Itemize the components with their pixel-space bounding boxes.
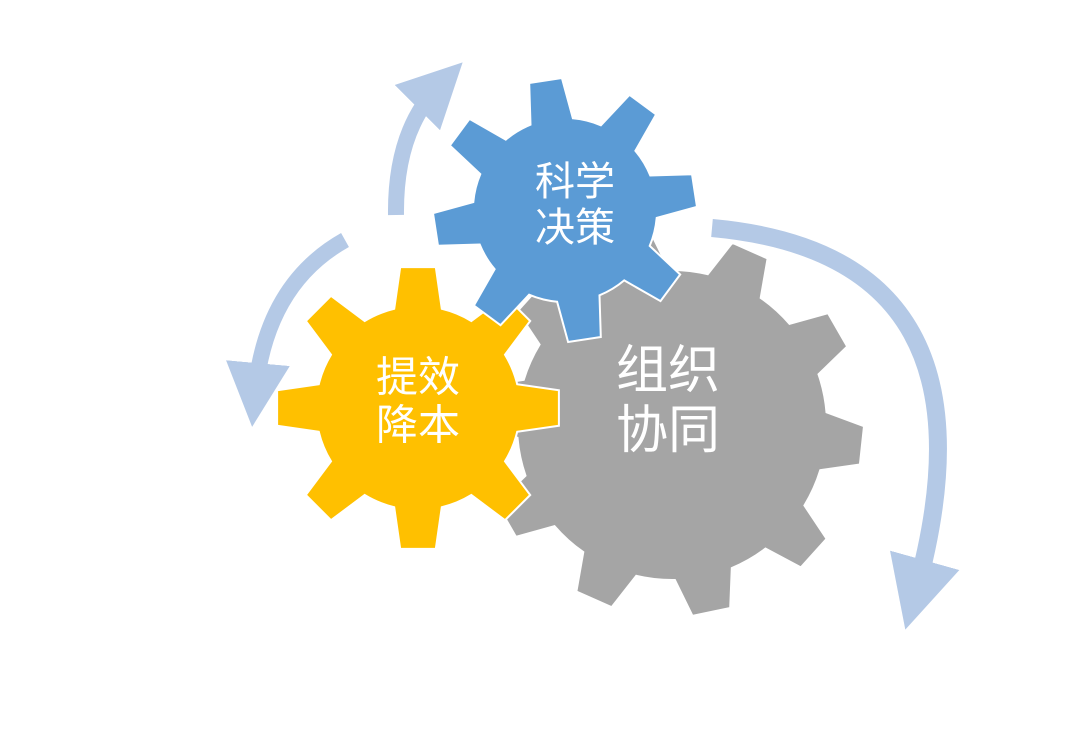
label-line: 组织 <box>615 341 721 402</box>
gear-label-efficiency: 提效 降本 <box>375 352 461 451</box>
gear-efficiency <box>276 266 560 550</box>
label-line: 决策 <box>535 205 615 251</box>
gear-decision <box>431 76 699 344</box>
gear-label-decision: 科学 决策 <box>535 159 615 251</box>
cycle-arrow-right <box>711 219 960 630</box>
gear-label-collab: 组织 协同 <box>615 341 721 462</box>
label-line: 协同 <box>615 401 721 461</box>
label-line: 科学 <box>535 159 615 205</box>
cycle-arrow-left <box>226 233 350 427</box>
cycle-arrow-top-left <box>387 62 463 216</box>
label-line: 提效 <box>375 352 461 402</box>
label-line: 降本 <box>375 401 461 450</box>
